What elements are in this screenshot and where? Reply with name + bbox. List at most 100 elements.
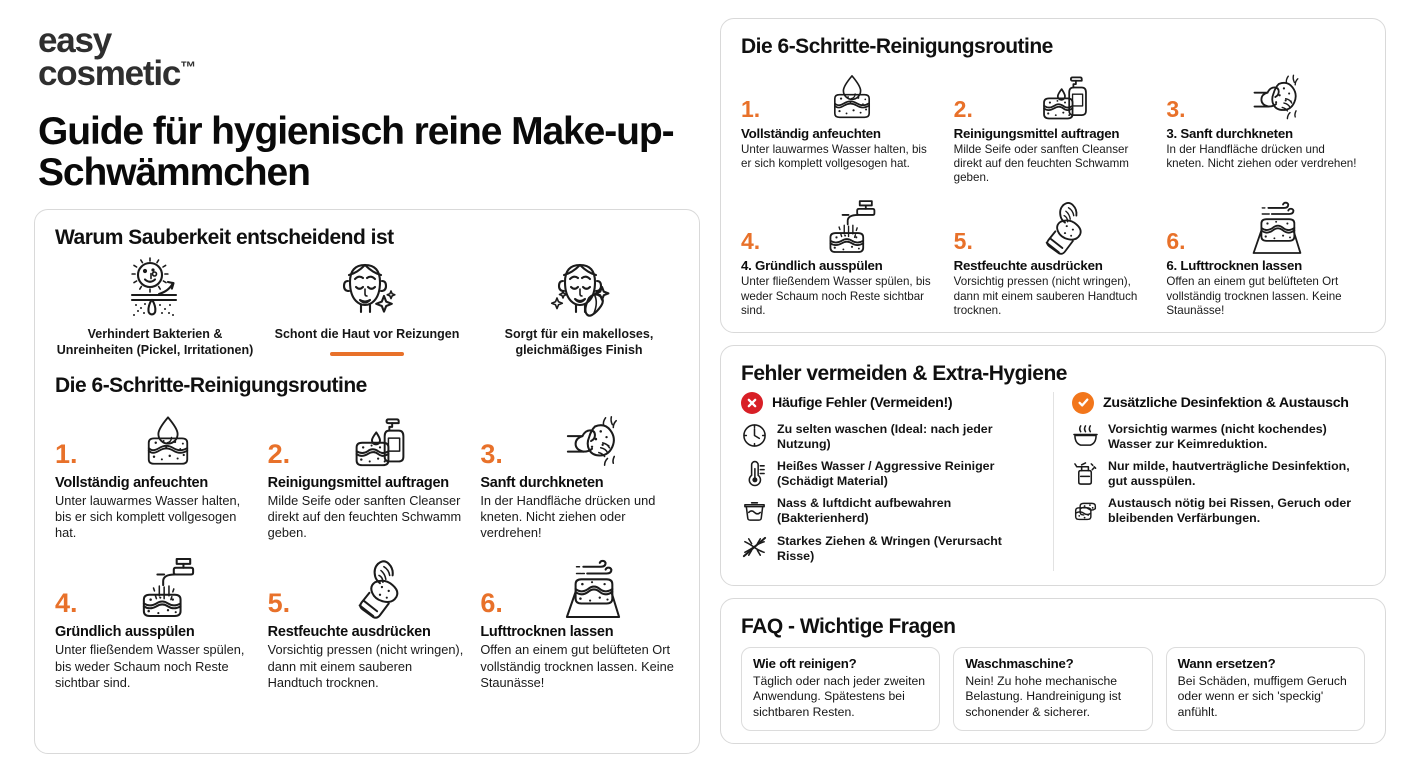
mistakes-section-title: Fehler vermeiden & Extra-Hygiene xyxy=(741,361,1067,385)
hygiene-item: Austausch nötig bei Rissen, Geruch oder … xyxy=(1072,496,1365,526)
step-header: 6. xyxy=(480,553,679,619)
step-header: 3. xyxy=(480,404,679,470)
step-title: Vollständig anfeuchten xyxy=(55,475,208,492)
benefit-item: Sorgt für ein makelloses, gleichmäßiges … xyxy=(479,256,679,360)
step-header: 5. xyxy=(953,197,1153,256)
mistakes-hygiene-card: Fehler vermeiden & Extra-Hygiene Häufige… xyxy=(720,344,1386,586)
page-title: Guide für hygienisch reine Make-up-Schwä… xyxy=(38,109,675,194)
step-title: 3. Sanft durchkneten xyxy=(1166,126,1293,141)
calm-face-icon xyxy=(267,256,467,318)
common-mistakes-column: Häufige Fehler (Vermeiden!) Zu selten wa… xyxy=(741,391,1053,571)
step-header: 5. xyxy=(267,553,467,620)
mistakes-columns: Häufige Fehler (Vermeiden!) Zu selten wa… xyxy=(741,391,1365,571)
common-mistakes-label: Häufige Fehler (Vermeiden!) xyxy=(772,394,953,411)
step-title: 6. Lufttrocknen lassen xyxy=(1166,258,1302,274)
mistake-text: Heißes Wasser / Aggressive Reiniger (Sch… xyxy=(777,459,995,489)
right-column: Die 6-Schritte-Reinigungsroutine 1. Voll… xyxy=(720,18,1386,754)
step-title: Reinigungsmittel auftragen xyxy=(953,126,1120,141)
faq-list: Wie oft reinigen? Täglich oder nach jede… xyxy=(741,646,1365,731)
brand-line-1: easy xyxy=(38,21,112,60)
closed-container-icon xyxy=(741,497,767,523)
clock-icon xyxy=(741,423,767,449)
step-item: 1. Vollständig anfeuchten Unter lauwarme… xyxy=(55,404,254,541)
mistake-item: Starkes Ziehen & Wringen (Verursacht Ris… xyxy=(741,534,1039,564)
hand-knead-sponge-icon xyxy=(507,412,679,470)
step-number: 3. xyxy=(1166,96,1186,122)
check-circle-icon xyxy=(1072,391,1094,414)
towel-press-icon xyxy=(294,557,466,620)
step-item: 6. Lufttrocknen lassen Offen an einem gu… xyxy=(480,553,679,690)
step-item: 3. 3. Sanft durchkneten In der Handfläch… xyxy=(1166,65,1365,185)
step-number: 2. xyxy=(267,439,291,470)
step-number: 5. xyxy=(953,228,973,255)
hygiene-text: Vorsichtig warmes (nicht kochendes) Wass… xyxy=(1108,421,1327,451)
air-dry-icon xyxy=(507,557,679,619)
step-number: 2. xyxy=(953,96,973,122)
faucet-rinse-icon xyxy=(764,199,939,255)
soap-dispenser-sponge-icon xyxy=(977,67,1152,123)
faq-question: Wie oft reinigen? xyxy=(753,655,857,671)
faq-item[interactable]: Waschmaschine? Nein! Zu hohe mechanische… xyxy=(953,646,1153,731)
step-item: 5. Restfeuchte ausdrücken Vorsichtig pre… xyxy=(954,197,1153,317)
hygiene-text: Austausch nötig bei Rissen, Geruch oder … xyxy=(1108,496,1352,526)
hygiene-text: Nur milde, hautverträgliche Desinfektion… xyxy=(1108,459,1350,489)
steaming-bowl-icon xyxy=(1072,423,1098,449)
brand-logo: easy cosmetic™ xyxy=(38,21,700,91)
extra-hygiene-label: Zusätzliche Desinfektion & Austausch xyxy=(1103,394,1349,411)
mistake-item: Zu selten waschen (Ideal: nach jeder Nut… xyxy=(741,422,1039,452)
step-header: 3. xyxy=(1166,65,1365,123)
faq-item[interactable]: Wann ersetzen? Bei Schäden, muffigem Ger… xyxy=(1165,646,1365,731)
sponge-droplet-icon xyxy=(764,71,939,123)
step-header: 1. xyxy=(55,404,254,470)
step-desc: Vorsichtig pressen (nicht wringen), dann… xyxy=(953,275,1138,317)
step-header: 4. xyxy=(741,197,940,255)
step-number: 1. xyxy=(55,439,78,470)
step-item: 2. Reinigungsmittel auftragen Milde Seif… xyxy=(954,65,1153,185)
sponge-droplet-icon xyxy=(82,412,254,470)
step-desc: Unter fließendem Wasser spülen, bis wede… xyxy=(741,275,931,317)
faq-card: FAQ - Wichtige Fragen Wie oft reinigen? … xyxy=(720,597,1386,744)
faq-item[interactable]: Wie oft reinigen? Täglich oder nach jede… xyxy=(741,646,941,731)
faq-question: Waschmaschine? xyxy=(965,655,1074,671)
spray-bottle-icon xyxy=(1072,460,1098,486)
step-item: 6. 6. Lufttrocknen lassen Offen an einem… xyxy=(1166,197,1365,317)
step-number: 6. xyxy=(1166,228,1186,255)
hygiene-item: Vorsichtig warmes (nicht kochendes) Wass… xyxy=(1072,422,1365,452)
step-desc: Vorsichtig pressen (nicht wringen), dann… xyxy=(267,642,464,690)
no-wring-icon xyxy=(741,535,767,561)
step-header: 2. xyxy=(954,65,1153,123)
benefit-caption: Schont die Haut vor Reizungen xyxy=(274,327,460,342)
step-item: 1. Vollständig anfeuchten Unter lauwarme… xyxy=(741,65,940,185)
step-title: Sanft durchkneten xyxy=(480,475,604,492)
step-title: Gründlich ausspülen xyxy=(55,624,195,641)
thermometer-icon xyxy=(741,460,767,486)
mistake-item: Nass & luftdicht aufbewahren (Bakterienh… xyxy=(741,496,1039,526)
step-desc: In der Handfläche drücken und kneten. Ni… xyxy=(1166,143,1357,171)
mistake-item: Heißes Wasser / Aggressive Reiniger (Sch… xyxy=(741,459,1039,489)
step-title: Restfeuchte ausdrücken xyxy=(267,624,431,641)
step-item: 3. Sanft durchkneten In der Handfläche d… xyxy=(480,404,679,541)
step-title: Lufttrocknen lassen xyxy=(480,624,614,641)
step-desc: In der Handfläche drücken und kneten. Ni… xyxy=(480,493,656,541)
routine-left-steps: 1. Vollständig anfeuchten Unter lauwarme… xyxy=(55,404,679,691)
why-section-title: Warum Sauberkeit entscheidend ist xyxy=(55,226,394,250)
step-header: 4. xyxy=(55,553,254,619)
routine-right-title: Die 6-Schritte-Reinigungsroutine xyxy=(741,35,1053,58)
step-header: 2. xyxy=(268,404,467,470)
step-desc: Offen an einem gut belüfteten Ort vollst… xyxy=(480,642,674,690)
step-title: 4. Gründlich ausspülen xyxy=(741,258,883,274)
step-title: Restfeuchte ausdrücken xyxy=(953,258,1103,274)
faq-question: Wann ersetzen? xyxy=(1177,655,1276,671)
step-desc: Milde Seife oder sanften Cleanser direkt… xyxy=(953,143,1129,185)
step-desc: Offen an einem gut belüfteten Ort vollst… xyxy=(1166,275,1342,317)
benefit-caption: Verhindert Bakterien & Unreinheiten (Pic… xyxy=(56,327,254,358)
step-number: 5. xyxy=(267,588,291,619)
step-number: 3. xyxy=(480,439,503,470)
faq-section-title: FAQ - Wichtige Fragen xyxy=(741,614,956,638)
extra-hygiene-column: Zusätzliche Desinfektion & Austausch Vor… xyxy=(1053,391,1365,571)
step-number: 6. xyxy=(480,588,503,619)
trademark-symbol: ™ xyxy=(180,59,197,77)
mistake-text: Zu selten waschen (Ideal: nach jeder Nut… xyxy=(777,421,993,451)
step-desc: Milde Seife oder sanften Cleanser direkt… xyxy=(267,493,462,541)
